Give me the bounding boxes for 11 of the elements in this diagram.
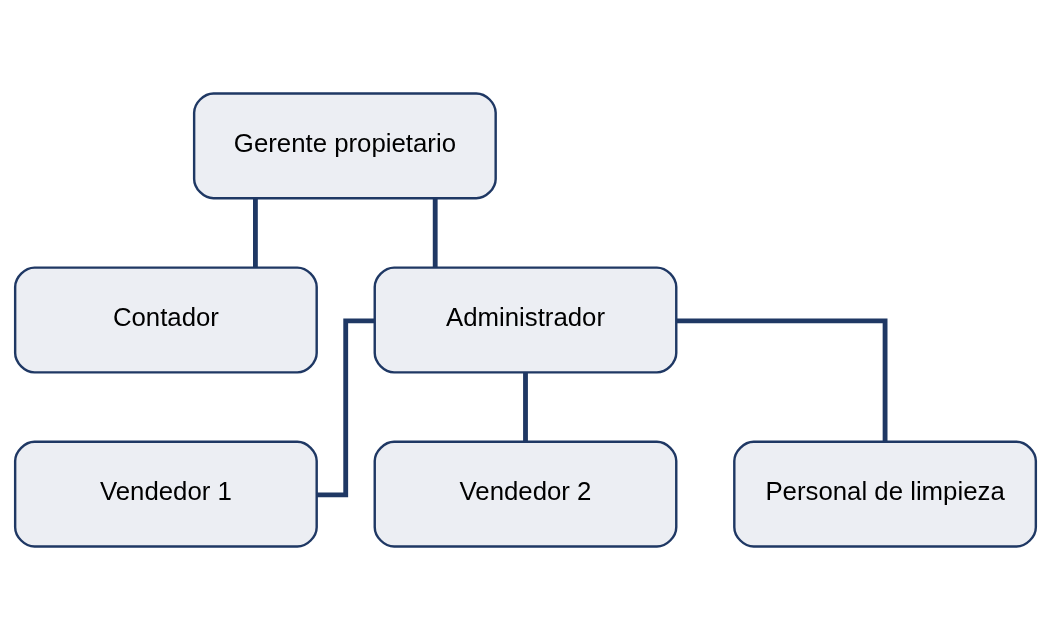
node-box: Personal de limpieza [733, 440, 1038, 548]
connector [432, 198, 438, 267]
connector [523, 372, 528, 442]
node-box: Vendedor 2 [373, 440, 678, 548]
connector [676, 317, 888, 442]
node-box: Contador [13, 265, 318, 374]
node-box: Vendedor 1 [13, 440, 318, 548]
node-box: Gerente propietario [192, 91, 497, 199]
node-box: Administrador [373, 265, 678, 374]
connector [316, 317, 375, 497]
connector [253, 198, 258, 267]
